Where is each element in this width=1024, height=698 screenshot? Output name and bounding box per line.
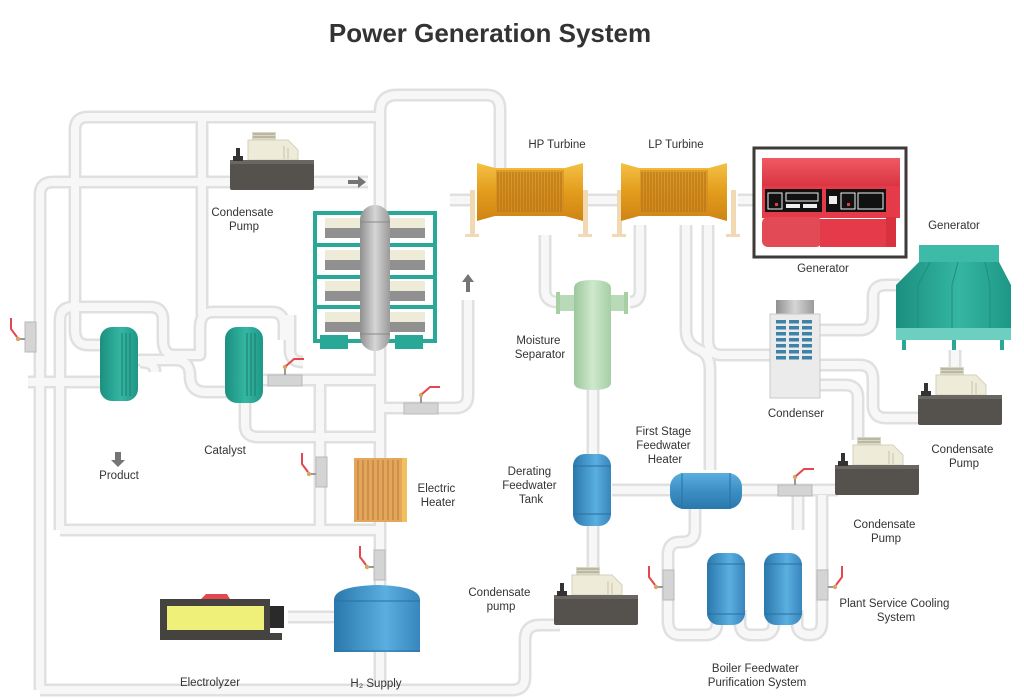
condenser-vent bbox=[776, 350, 786, 354]
pipe bbox=[238, 400, 380, 444]
label-first-stage-heater: First Stage Feedwater Heater bbox=[636, 426, 695, 466]
pipe-highlight bbox=[629, 225, 644, 306]
label-catalyst: Catalyst bbox=[204, 445, 246, 457]
condensate-pump-bottom[interactable] bbox=[553, 566, 639, 626]
pipe-highlight bbox=[818, 281, 900, 334]
pipe-highlight bbox=[71, 329, 110, 349]
condenser-vent bbox=[789, 344, 799, 348]
label-generator-main: Generator bbox=[797, 263, 849, 275]
pipe-highlight bbox=[664, 495, 699, 620]
flow-arrow-down-icon bbox=[111, 452, 125, 467]
hp-turbine[interactable] bbox=[465, 163, 592, 237]
product-vessel[interactable] bbox=[100, 327, 138, 401]
valve[interactable] bbox=[10, 317, 37, 353]
label-plant-service-cooling: Plant Service Cooling System bbox=[839, 598, 952, 624]
condenser-vent bbox=[802, 356, 812, 360]
pipe bbox=[156, 305, 291, 362]
condenser-vent bbox=[789, 350, 799, 354]
condenser-vent bbox=[776, 320, 786, 324]
first-stage-feedwater-heater[interactable] bbox=[670, 473, 742, 509]
label-generator-tower: Generator bbox=[928, 220, 980, 232]
moisture-separator[interactable] bbox=[556, 280, 628, 390]
pipe-highlight bbox=[818, 361, 920, 422]
pipe-highlight bbox=[159, 308, 288, 359]
pipe-highlight bbox=[818, 381, 862, 440]
pipe-network bbox=[28, 88, 962, 697]
label-moisture-separator: Moisture Separator bbox=[515, 335, 566, 361]
valve[interactable] bbox=[816, 565, 843, 601]
label-derating-tank: Derating Feedwater Tank bbox=[502, 466, 560, 506]
condensate-pump-top[interactable] bbox=[229, 131, 315, 191]
pipe-highlight bbox=[40, 621, 560, 694]
condenser-vent bbox=[802, 344, 812, 348]
condenser-vent bbox=[776, 338, 786, 342]
cooling-tower[interactable] bbox=[896, 245, 1011, 350]
condensate-pump-mid[interactable] bbox=[834, 436, 920, 496]
pipe-highlight bbox=[793, 495, 826, 639]
condensate-pump-right[interactable] bbox=[917, 366, 1003, 426]
lp-turbine[interactable] bbox=[612, 163, 740, 237]
label-electrolyzer: Electrolyzer bbox=[180, 677, 240, 689]
diagram-title: Power Generation System bbox=[329, 18, 651, 48]
derating-feedwater-tank[interactable] bbox=[573, 454, 611, 526]
electrolyzer[interactable] bbox=[160, 594, 284, 640]
label-condensate-pump-right: Condensate Pump bbox=[931, 444, 996, 470]
label-electric-heater: Electric Heater bbox=[418, 483, 459, 509]
label-h2-supply: H₂ Supply bbox=[350, 678, 401, 690]
condenser-vent bbox=[789, 320, 799, 324]
boiler-feedwater-tank-1[interactable] bbox=[707, 553, 745, 625]
catalyst-vessel[interactable] bbox=[225, 327, 263, 403]
pipe bbox=[661, 495, 702, 620]
pipe-highlight bbox=[664, 610, 721, 639]
label-condensate-pump-bottom: Condensate pump bbox=[468, 587, 533, 613]
label-product: Product bbox=[99, 470, 139, 482]
label-lp-turbine: LP Turbine bbox=[648, 139, 703, 151]
condenser-vent bbox=[776, 332, 786, 336]
pipe-highlight bbox=[139, 358, 159, 373]
condenser-vent bbox=[776, 326, 786, 330]
pipe-highlight bbox=[56, 303, 167, 530]
pipe-highlight bbox=[241, 400, 380, 441]
valve[interactable] bbox=[403, 386, 441, 415]
label-condensate-pump-top: Condensate Pump bbox=[211, 207, 276, 233]
condenser-vent bbox=[802, 326, 812, 330]
pipe bbox=[538, 235, 575, 309]
h2-supply-tank[interactable] bbox=[334, 585, 420, 652]
pipe-highlight bbox=[36, 178, 368, 690]
flow-arrow-right-icon bbox=[348, 176, 366, 188]
boiler-feedwater-tank-2[interactable] bbox=[764, 553, 802, 625]
condenser-vent bbox=[802, 350, 812, 354]
pipe-highlight bbox=[138, 356, 230, 396]
condenser-vent bbox=[802, 338, 812, 342]
condenser-vent bbox=[802, 332, 812, 336]
valve[interactable] bbox=[359, 545, 386, 581]
flow-arrow-up-icon bbox=[462, 274, 474, 292]
condenser-vent bbox=[802, 320, 812, 324]
condenser-vent bbox=[789, 356, 799, 360]
pipe-highlight bbox=[682, 225, 714, 470]
condenser-vent bbox=[789, 326, 799, 330]
label-hp-turbine: HP Turbine bbox=[528, 139, 585, 151]
condenser-vent bbox=[789, 332, 799, 336]
valve[interactable] bbox=[777, 468, 815, 497]
pipe-highlight bbox=[286, 315, 304, 366]
pipe-highlight bbox=[704, 225, 770, 359]
label-condensate-pump-mid: Condensate Pump bbox=[853, 519, 918, 545]
condenser-vent bbox=[776, 344, 786, 348]
catalyst-reactor[interactable] bbox=[313, 205, 437, 351]
condenser-vent bbox=[776, 356, 786, 360]
label-condenser: Condenser bbox=[768, 408, 824, 420]
pipe-highlight bbox=[376, 91, 504, 690]
generator-main[interactable] bbox=[752, 146, 908, 259]
pipe-highlight bbox=[380, 300, 472, 412]
electric-heater[interactable] bbox=[354, 458, 407, 522]
condenser-vent bbox=[789, 338, 799, 342]
pipe-highlight bbox=[736, 610, 778, 639]
condenser[interactable] bbox=[769, 300, 821, 399]
label-boiler-feedwater: Boiler Feedwater Purification System bbox=[708, 663, 806, 689]
pipe-highlight bbox=[71, 113, 380, 330]
pipe bbox=[818, 278, 900, 337]
pipe bbox=[40, 618, 560, 697]
